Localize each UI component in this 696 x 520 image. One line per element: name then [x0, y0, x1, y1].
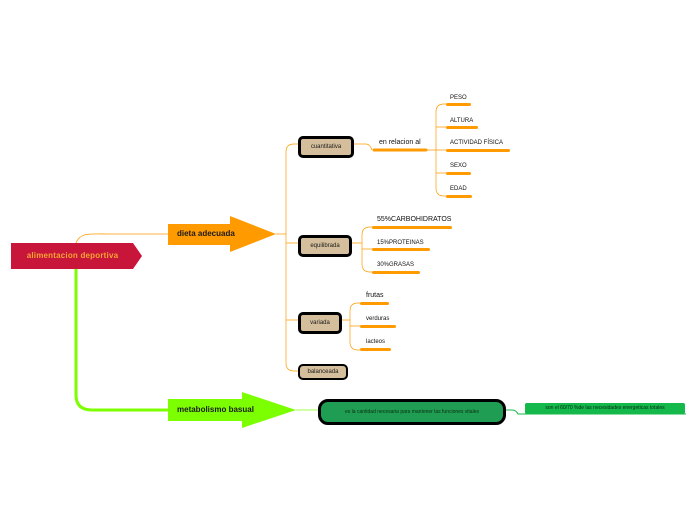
frutas-underline — [360, 302, 389, 305]
factor-actividad-underline — [446, 149, 510, 152]
factor-sexo-underline — [446, 172, 471, 175]
proteinas-underline — [372, 248, 430, 251]
factor-altura-underline — [446, 126, 478, 129]
connector-variada-items — [340, 302, 360, 351]
grasas-underline — [372, 271, 420, 274]
variada-item-lacteos[interactable]: lacteos — [366, 339, 386, 345]
connector-definition-note — [502, 409, 686, 415]
factor-altura[interactable]: ALTURA — [450, 118, 474, 124]
factor-edad-underline — [446, 195, 472, 198]
connector-dieta-trunk — [276, 143, 298, 372]
factor-actividad[interactable]: ACTIVIDAD FÍSICA — [450, 140, 504, 146]
metabolismo-basual-label[interactable]: metabolismo basual — [177, 405, 254, 414]
verduras-underline — [360, 325, 396, 328]
lacteos-underline — [360, 348, 391, 351]
equilibrada-node[interactable]: equilibrada — [298, 235, 352, 257]
factor-edad[interactable]: EDAD — [450, 186, 467, 192]
factor-peso[interactable]: PESO — [450, 95, 467, 101]
connector-cuantitativa-relacion — [352, 143, 373, 151]
equilibrada-item-carbohidratos[interactable]: 55%CARBOHIDRATOS — [377, 216, 452, 223]
variada-item-frutas[interactable]: frutas — [366, 292, 384, 299]
dieta-adecuada-label[interactable]: dieta adecuada — [177, 229, 235, 238]
variada-node[interactable]: variada — [298, 312, 342, 334]
metabolismo-note-node[interactable]: son el 60/70 %de las necesidades energet… — [525, 403, 685, 414]
metabolismo-arrow-shape — [168, 392, 296, 428]
equilibrada-item-grasas[interactable]: 30%GRASAS — [377, 262, 415, 268]
root-node-label[interactable]: alimentacion deportiva — [26, 251, 119, 260]
connector-equilibrada-items — [350, 226, 372, 273]
carbohidratos-underline — [372, 226, 452, 229]
equilibrada-item-proteinas[interactable]: 15%PROTEINAS — [377, 240, 424, 246]
connector-root-metabolismo — [74, 269, 170, 412]
factor-peso-underline — [446, 103, 471, 106]
balanceada-node[interactable]: balanceada — [298, 364, 348, 380]
connector-root-dieta — [75, 233, 168, 244]
cuantitativa-node[interactable]: cuantitativa — [298, 136, 354, 158]
metabolismo-definition-node[interactable]: es la cantidad necesaria para mantener l… — [318, 399, 506, 425]
factor-sexo[interactable]: SEXO — [450, 163, 467, 169]
connector-relacion-factors — [426, 103, 446, 197]
dieta-arrow-shape — [168, 216, 276, 252]
root-node-shape — [11, 243, 142, 269]
variada-item-verduras[interactable]: verduras — [366, 316, 390, 322]
relacion-label[interactable]: en relacion al — [379, 139, 421, 146]
